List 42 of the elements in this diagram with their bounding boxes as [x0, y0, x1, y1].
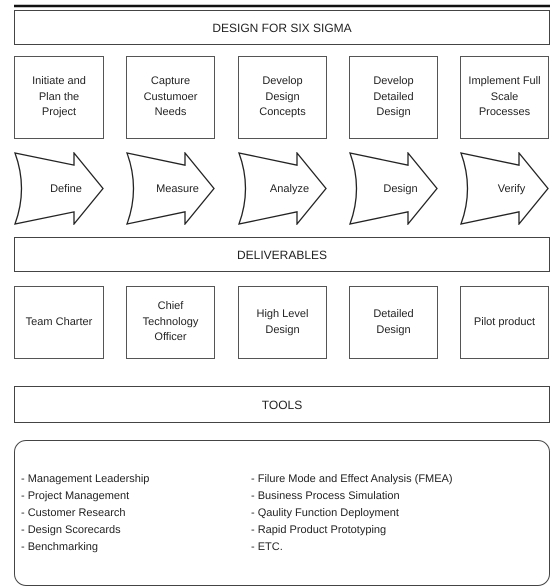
tools-list-box [14, 440, 550, 586]
tool-item: - ETC. [251, 541, 284, 553]
box-text: Detailed Design [372, 306, 415, 338]
box-text: Develop Detailed Design [372, 74, 415, 120]
box-text: Develop Design Concepts [258, 74, 307, 120]
process-box [126, 56, 215, 139]
process-box [460, 56, 549, 139]
band-heading: DESIGN FOR SIX SIGMA [212, 20, 352, 34]
process-box [238, 56, 327, 139]
deliverable-box [238, 286, 327, 359]
box-text: Initiate and Plan the Project [31, 74, 87, 120]
deliverable-box [14, 286, 104, 359]
stage-label: Design [382, 182, 418, 194]
tool-item: - Filure Mode and Effect Analysis (FMEA) [251, 473, 454, 485]
box-text: Chief Technology Officer [142, 298, 200, 346]
tool-item: - Management Leadership [21, 473, 150, 485]
title-band [14, 10, 550, 45]
tool-item: - Business Process Simulation [251, 490, 401, 502]
stage-label: Define [49, 182, 82, 194]
box-text: Pilot product [474, 314, 536, 330]
band-heading: DELIVERABLES [236, 248, 328, 262]
stage-label: Verify [496, 182, 526, 194]
section-band [14, 386, 550, 423]
tool-item: - Customer Research [21, 507, 127, 519]
box-text: High Level Design [256, 306, 310, 338]
deliverable-box [349, 286, 438, 359]
process-box [349, 56, 438, 139]
stage-label: Measure [155, 182, 199, 194]
tool-item: - Rapid Product Prototyping [251, 524, 388, 536]
box-text: Team Charter [26, 314, 92, 330]
tool-item: - Benchmarking [21, 541, 100, 553]
deliverable-box [460, 286, 549, 359]
process-box [14, 56, 104, 139]
tool-item: - Qaulity Function Deployment [251, 507, 400, 519]
tool-item: - Project Management [21, 490, 130, 502]
box-text: Implement Full Scale Processes [467, 74, 542, 120]
band-heading: TOOLS [262, 398, 302, 412]
box-text: Capture Custumoer Needs [142, 74, 198, 120]
section-band [14, 237, 550, 272]
stage-label: Analyze [268, 182, 310, 194]
tool-item: - Design Scorecards [21, 524, 122, 536]
deliverable-box [126, 286, 215, 359]
